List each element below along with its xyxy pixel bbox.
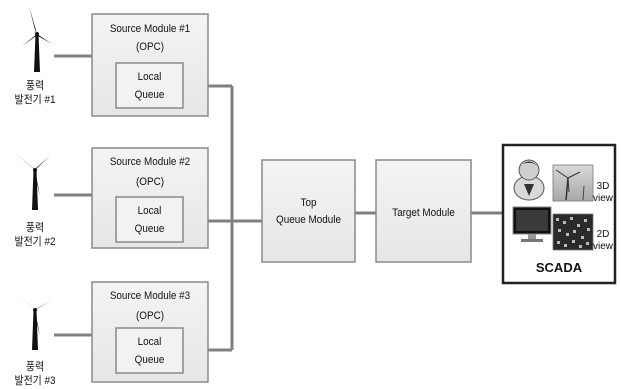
local-queue-2-line2: Queue (134, 223, 165, 235)
source-module-1-subtitle: (OPC) (135, 41, 165, 53)
top-queue-module-box (261, 159, 356, 263)
local-queue-1-line2: Queue (134, 89, 165, 101)
top-queue-line2: Queue Module (276, 214, 341, 226)
wind-turbine-2-icon (14, 152, 50, 210)
local-queue-1-line1: Local (137, 71, 162, 83)
3d-view-thumbnail-icon (552, 164, 594, 202)
local-queue-1-box (115, 62, 184, 109)
wind-turbine-1-icon (22, 6, 52, 72)
target-module-box (375, 159, 472, 263)
turbine-1-label-line1: 풍력 (25, 80, 45, 92)
turbine-2-label-line1: 풍력 (25, 222, 45, 234)
scada-3d-line1: 3D (596, 181, 610, 192)
scada-title: SCADA (535, 260, 583, 275)
scada-3d-line2: view (592, 193, 613, 204)
scada-2d-line1: 2D (596, 229, 610, 240)
source-module-2-subtitle: (OPC) (135, 176, 165, 188)
source-module-1-title: Source Module #1 (109, 23, 191, 35)
turbine-3-label-line2: 발전기 #3 (14, 375, 56, 387)
local-queue-3-line2: Queue (134, 354, 165, 366)
local-queue-2-box (115, 196, 184, 243)
target-module-label: Target Module (392, 207, 455, 219)
wind-turbine-3-icon (16, 292, 52, 350)
source-module-2-title: Source Module #2 (109, 156, 191, 168)
2d-view-thumbnail-icon (552, 213, 594, 251)
monitor-icon (512, 206, 552, 242)
top-queue-line1: Top (300, 197, 317, 209)
source-module-3-subtitle: (OPC) (135, 310, 165, 322)
turbine-2-label-line2: 발전기 #2 (14, 236, 56, 248)
local-queue-2-line1: Local (137, 205, 162, 217)
operator-avatar-icon (513, 159, 545, 201)
wind-turbine-icons (14, 6, 52, 350)
scada-2d-line2: view (592, 241, 613, 252)
local-queue-3-box (115, 327, 184, 374)
local-queue-3-line1: Local (137, 336, 162, 348)
turbine-1-label-line2: 발전기 #1 (14, 94, 56, 106)
source-module-3-title: Source Module #3 (109, 290, 191, 302)
turbine-3-label-line1: 풍력 (25, 361, 45, 373)
